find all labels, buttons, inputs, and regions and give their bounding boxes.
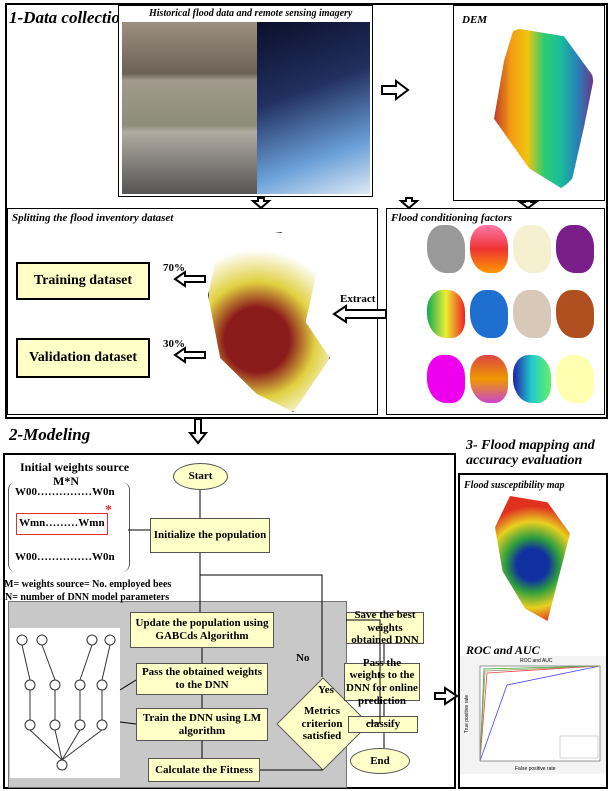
factor-map	[513, 225, 551, 273]
train-dnn-step: Train the DNN using LM algorithm	[136, 708, 268, 741]
flood-photos-image	[122, 22, 257, 194]
legend-n: N= number of DNN model parameters	[5, 592, 170, 603]
weights-sub: M*N	[53, 474, 79, 488]
classify-step: classify	[348, 716, 418, 733]
metrics-decision: Metrics criterion satisfied	[276, 677, 370, 771]
initialize-population-step: Initialize the population	[150, 518, 270, 553]
no-label: No	[296, 652, 310, 664]
splitting-panel: Splitting the flood inventory dataset	[7, 208, 378, 415]
decision-label: Metrics criterion satisfied	[301, 705, 343, 743]
pass-online-step: Pass the weights to the DNN for online p…	[344, 657, 420, 707]
extract-label: Extract	[340, 293, 376, 305]
update-population-step: Update the population using GABCds Algor…	[130, 612, 274, 648]
factor-map	[556, 225, 594, 273]
historical-data-panel: Historical flood data and remote sensing…	[118, 5, 373, 197]
section-3-title: 3- Flood mapping and accuracy evaluation	[466, 438, 595, 469]
training-percent: 70%	[163, 262, 185, 274]
weights-row-2: Wmn………Wmn	[19, 517, 105, 529]
factor-map	[470, 225, 508, 273]
historical-caption: Historical flood data and remote sensing…	[149, 8, 353, 19]
roc-chart: ROC and AUC False positive rate True pos…	[460, 656, 606, 774]
roc-curve-blue	[479, 665, 601, 762]
section-1-title: 1-Data collection	[9, 8, 130, 27]
factor-map	[470, 290, 508, 338]
dem-caption: DEM	[462, 14, 488, 26]
roc-ylabel: True positive rate	[464, 694, 470, 734]
yes-label: Yes	[318, 684, 334, 696]
training-dataset-box: Training dataset	[16, 262, 150, 300]
map-caption: Flood susceptibility map	[464, 480, 565, 491]
weights-row-3: W00……………W0n	[15, 551, 115, 563]
factor-map	[427, 290, 465, 338]
factor-map	[556, 355, 594, 403]
legend-m: M= weights source= No. employed bees	[4, 579, 172, 590]
factor-map	[470, 355, 508, 403]
factors-caption: Flood conditioning factors	[391, 212, 513, 224]
factor-map	[513, 290, 551, 338]
roc-xlabel: False positive rate	[515, 766, 556, 772]
validation-percent: 30%	[163, 338, 185, 350]
calculate-fitness-step: Calculate the Fitness	[148, 758, 260, 782]
weights-matrix	[8, 482, 130, 572]
splitting-caption: Splitting the flood inventory dataset	[12, 212, 174, 224]
dem-panel: DEM	[453, 5, 605, 201]
weights-row-1: W00……………W0n	[15, 486, 115, 498]
save-best-weights-step: Save the best weights obtained DNN	[346, 609, 424, 646]
end-node: End	[350, 748, 410, 774]
factor-map	[427, 225, 465, 273]
validation-dataset-box: Validation dataset	[16, 338, 150, 378]
roc-curve-olive	[479, 665, 601, 762]
roc-legend	[559, 735, 599, 759]
start-node: Start	[173, 463, 228, 490]
section-2-title: 2-Modeling	[9, 425, 91, 444]
pass-weights-step: Pass the obtained weights to the DNN	[136, 663, 268, 695]
factor-map	[513, 355, 551, 403]
factor-map	[556, 290, 594, 338]
roc-chart-title: ROC and AUC	[520, 658, 553, 664]
weights-row-selected: Wmn………Wmn	[16, 513, 108, 535]
roc-caption: ROC and AUC	[466, 643, 540, 657]
weights-title: Initial weights source	[20, 460, 130, 474]
roc-curve-red	[479, 665, 601, 762]
factor-map	[427, 355, 465, 403]
satellite-image	[257, 22, 370, 194]
selection-star: *	[105, 503, 112, 518]
